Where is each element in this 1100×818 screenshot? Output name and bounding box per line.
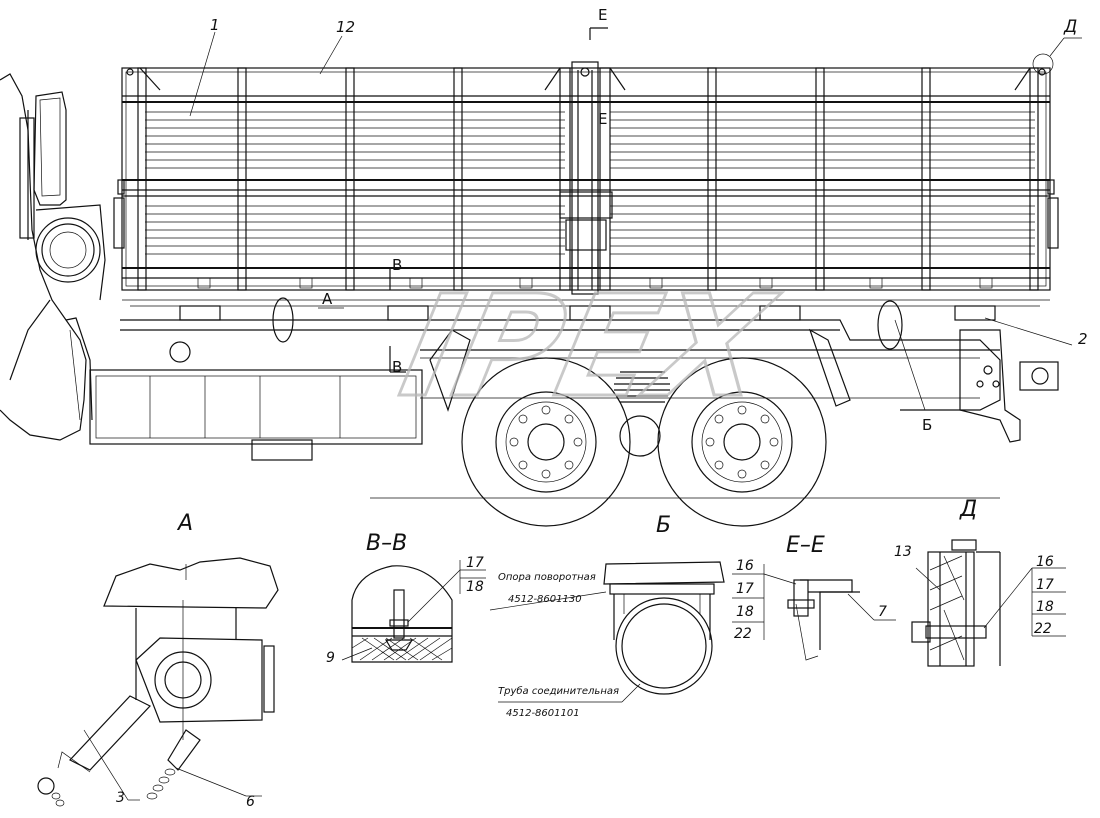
view-b-note-support: Опора поворотная [498, 572, 596, 583]
view-vv-callout-18: 18 [466, 579, 484, 595]
view-b-title: Б [656, 513, 671, 538]
section-e-mid: E [598, 110, 607, 128]
view-vv-title: В–В [366, 531, 407, 556]
view-a-marker: А [322, 290, 333, 308]
view-d-title: Д [959, 497, 977, 522]
detail-view-ee: Е–Е 16 17 18 22 7 [732, 533, 896, 661]
view-vv-callout-9: 9 [326, 650, 335, 666]
view-b-note-pipe-code: 4512-8601101 [506, 708, 580, 719]
section-v-top: В [392, 256, 402, 274]
view-d-callout-16: 16 [1036, 554, 1054, 570]
rear-wheels [370, 357, 1000, 527]
callout-12: 12 [336, 18, 355, 36]
view-a-title: А [176, 511, 193, 536]
cab-outline [0, 73, 106, 441]
view-b-note-pipe: Труба соединительная [498, 685, 619, 697]
view-d-callout-22: 22 [1034, 621, 1052, 637]
view-b-marker: Б [922, 416, 932, 434]
detail-view-vv: В–В 17 18 9 [326, 531, 486, 666]
watermark: IPEX [387, 265, 789, 430]
view-ee-callout-16: 16 [736, 558, 754, 574]
view-d-callout-18: 18 [1036, 599, 1054, 615]
chassis-frame [89, 297, 1059, 461]
main-view-labels: 1 12 E E Д В В А Б 2 [189, 6, 1088, 434]
view-a-callout-3: 3 [116, 790, 125, 806]
callout-1: 1 [210, 16, 220, 34]
view-d-callout-17: 17 [1036, 577, 1054, 593]
watermark-text: IPEX [389, 266, 788, 428]
view-a-callout-6: 6 [246, 794, 255, 810]
detail-view-a: А 3 6 [37, 511, 279, 810]
view-ee-callout-7: 7 [878, 604, 887, 620]
detail-view-b: Б Опора поворотная 4512-8601130 Труба со… [489, 513, 725, 719]
section-v-bottom: В [392, 358, 402, 376]
view-ee-title: Е–Е [786, 533, 825, 558]
view-ee-callout-18: 18 [736, 604, 754, 620]
view-d-marker: Д [1063, 17, 1077, 37]
detail-view-d: Д 13 16 17 18 22 [894, 497, 1066, 667]
view-d-callout-13: 13 [894, 544, 912, 560]
section-e-top: E [598, 6, 607, 24]
view-b-note-support-code: 4512-8601130 [508, 594, 582, 605]
view-ee-callout-17: 17 [736, 581, 754, 597]
view-vv-callout-17: 17 [466, 555, 484, 571]
view-ee-callout-22: 22 [734, 626, 752, 642]
callout-2: 2 [1078, 330, 1088, 348]
